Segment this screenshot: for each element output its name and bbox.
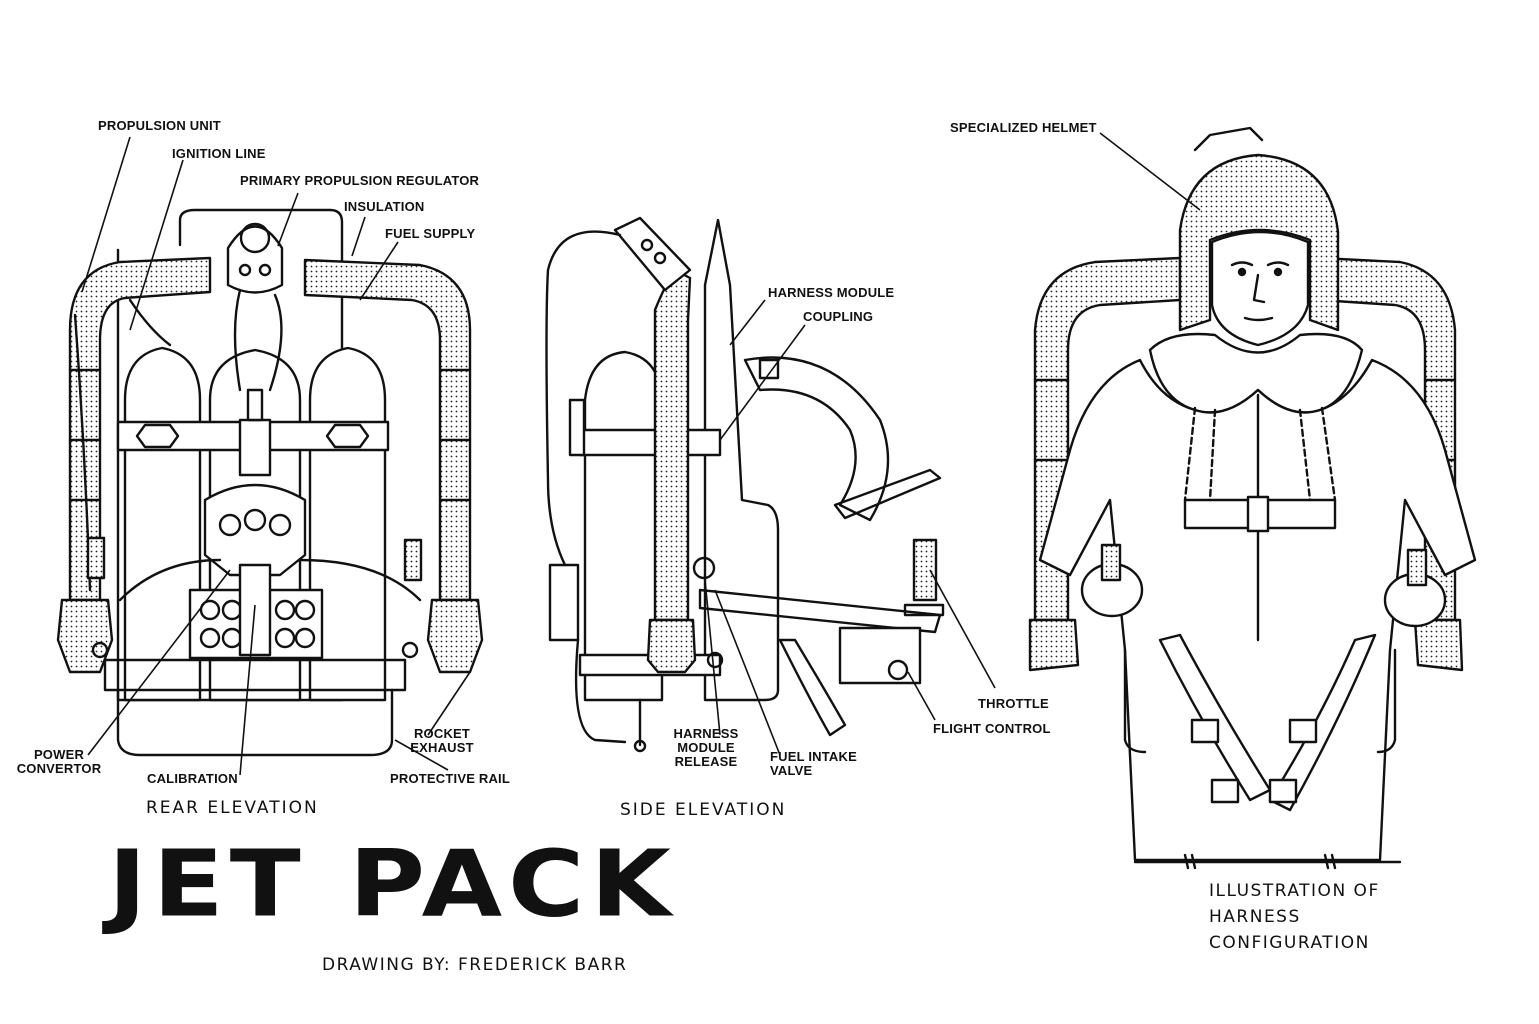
rear-elevation-drawing	[56, 208, 484, 757]
label-harness-release-2: MODULE	[677, 740, 735, 755]
rear-right-tube	[303, 258, 472, 602]
rear-left-exhaust	[56, 598, 114, 674]
caption-rear-elevation: REAR ELEVATION	[146, 798, 319, 818]
side-harness-module	[703, 218, 780, 702]
side-leader-lines	[704, 299, 996, 756]
label-rocket-exhaust-1: ROCKET	[413, 726, 471, 741]
label-primary-propulsion-regulator: PRIMARY PROPULSION REGULATOR	[240, 173, 480, 188]
label-power-convertor-1: POWER	[33, 747, 85, 762]
side-harness-strap	[743, 356, 890, 522]
rear-left-tube	[68, 256, 212, 602]
label-harness-release-3: RELEASE	[674, 754, 738, 769]
drawing-credit: DRAWING BY: FREDERICK BARR	[322, 955, 628, 975]
label-harness-release-1: HARNESS	[673, 726, 739, 741]
label-power-convertor-2: CONVERTOR	[16, 761, 102, 776]
helmet	[1178, 153, 1340, 332]
label-specialized-helmet: SPECIALIZED HELMET	[950, 120, 1097, 135]
side-flight-control	[698, 588, 942, 634]
label-insulation: INSULATION	[344, 199, 425, 214]
caption-side-elevation: SIDE ELEVATION	[620, 800, 787, 820]
label-flight-control: FLIGHT CONTROL	[933, 721, 1051, 736]
label-ignition-line: IGNITION LINE	[172, 146, 266, 161]
harness-illustration	[1028, 126, 1477, 870]
harness-leader-lines	[1099, 132, 1201, 211]
label-propulsion-unit: PROPULSION UNIT	[98, 118, 221, 133]
label-protective-rail: PROTECTIVE RAIL	[390, 771, 511, 786]
side-throttle	[912, 538, 938, 602]
label-coupling: COUPLING	[803, 309, 874, 324]
rear-regulator	[226, 225, 284, 294]
label-throttle: THROTTLE	[978, 696, 1049, 711]
rear-right-exhaust	[426, 598, 484, 674]
label-fuel-intake-2: VALVE	[770, 763, 813, 778]
page-title: JET PACK	[108, 830, 677, 938]
caption-harness-configuration: ILLUSTRATION OF HARNESS CONFIGURATION	[1209, 881, 1380, 953]
right-throttle-grip	[1406, 548, 1428, 587]
rear-fuel-tank-left	[123, 346, 202, 702]
rear-protective-rail	[103, 658, 407, 692]
label-calibration: CALIBRATION	[147, 771, 238, 786]
label-harness-module: HARNESS MODULE	[768, 285, 895, 300]
label-rocket-exhaust-2: EXHAUST	[410, 740, 474, 755]
left-throttle-grip	[1100, 543, 1122, 582]
label-fuel-supply: FUEL SUPPLY	[385, 226, 476, 241]
side-elevation-drawing	[545, 216, 945, 753]
side-tube	[653, 268, 692, 622]
rear-leader-lines	[81, 136, 471, 776]
label-fuel-intake-1: FUEL INTAKE	[770, 749, 857, 764]
